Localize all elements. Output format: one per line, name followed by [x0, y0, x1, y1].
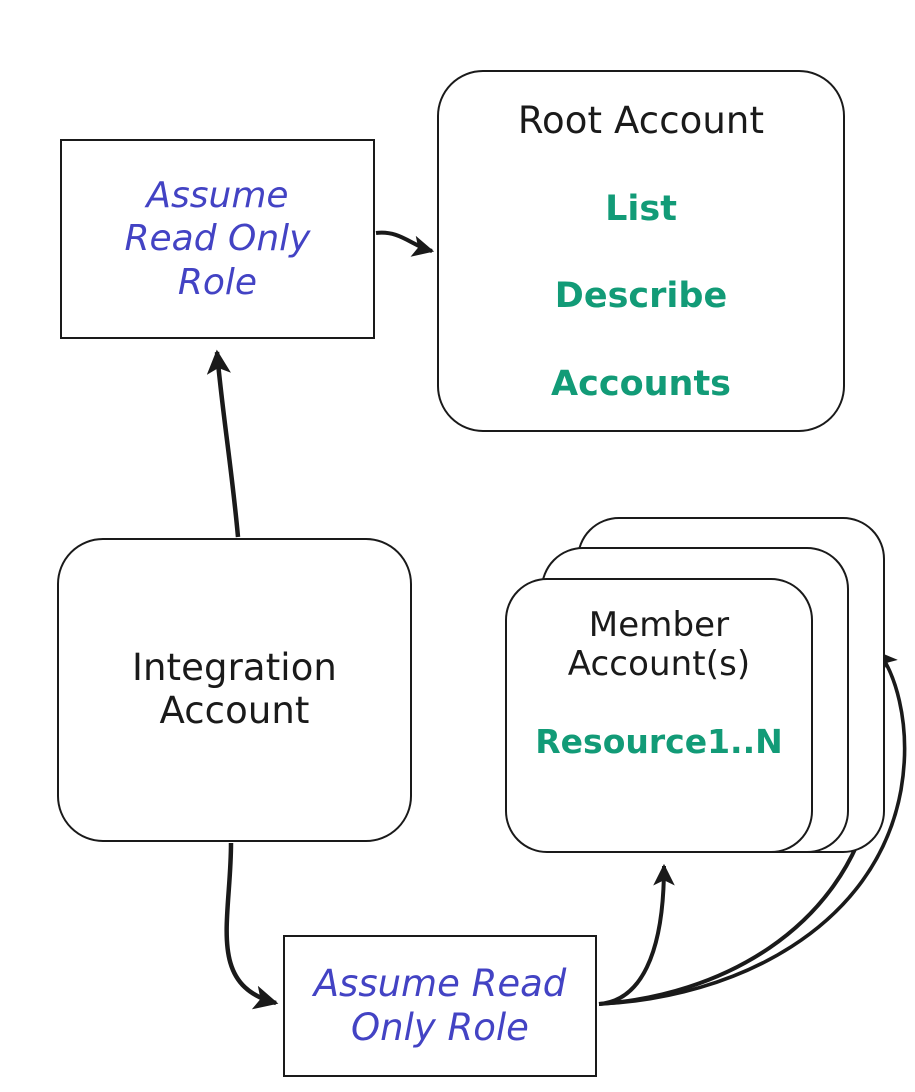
integration-account-title-line-2: Account — [159, 689, 310, 732]
member-accounts-stack[interactable]: Member Account(s) Resource1..N — [505, 517, 885, 857]
assume-top-line-1: Assume — [146, 175, 289, 217]
assume-read-only-role-bottom-node[interactable]: Assume Read Only Role — [283, 935, 597, 1077]
root-account-action-1: List — [605, 188, 677, 229]
root-account-action-2: Describe — [554, 276, 728, 317]
assume-read-only-role-top-node[interactable]: Assume Read Only Role — [60, 139, 375, 339]
assume-bottom-line-1: Assume Read — [313, 961, 567, 1005]
member-account-card-front[interactable]: Member Account(s) Resource1..N — [505, 578, 813, 853]
integration-account-title-line-1: Integration — [132, 646, 337, 690]
assume-bottom-line-2: Only Role — [351, 1006, 529, 1049]
root-account-title: Root Account — [517, 99, 765, 142]
root-account-action-3: Accounts — [550, 363, 732, 404]
member-account-resources: Resource1..N — [535, 721, 783, 761]
edge-integration-to-assume-bottom — [224, 842, 279, 1010]
edge-assume-top-to-root — [375, 230, 435, 257]
integration-account-node[interactable]: Integration Account — [57, 538, 412, 842]
edge-assume-bottom-to-member-front — [598, 863, 675, 1006]
member-account-title-line-1: Member — [588, 605, 730, 645]
assume-top-line-2: Read Only — [124, 218, 311, 260]
member-account-title-line-2: Account(s) — [567, 644, 751, 685]
edge-integration-to-assume-top — [206, 349, 241, 538]
assume-top-line-3: Role — [177, 261, 258, 303]
root-account-node[interactable]: Root Account List Describe Accounts — [437, 70, 845, 432]
